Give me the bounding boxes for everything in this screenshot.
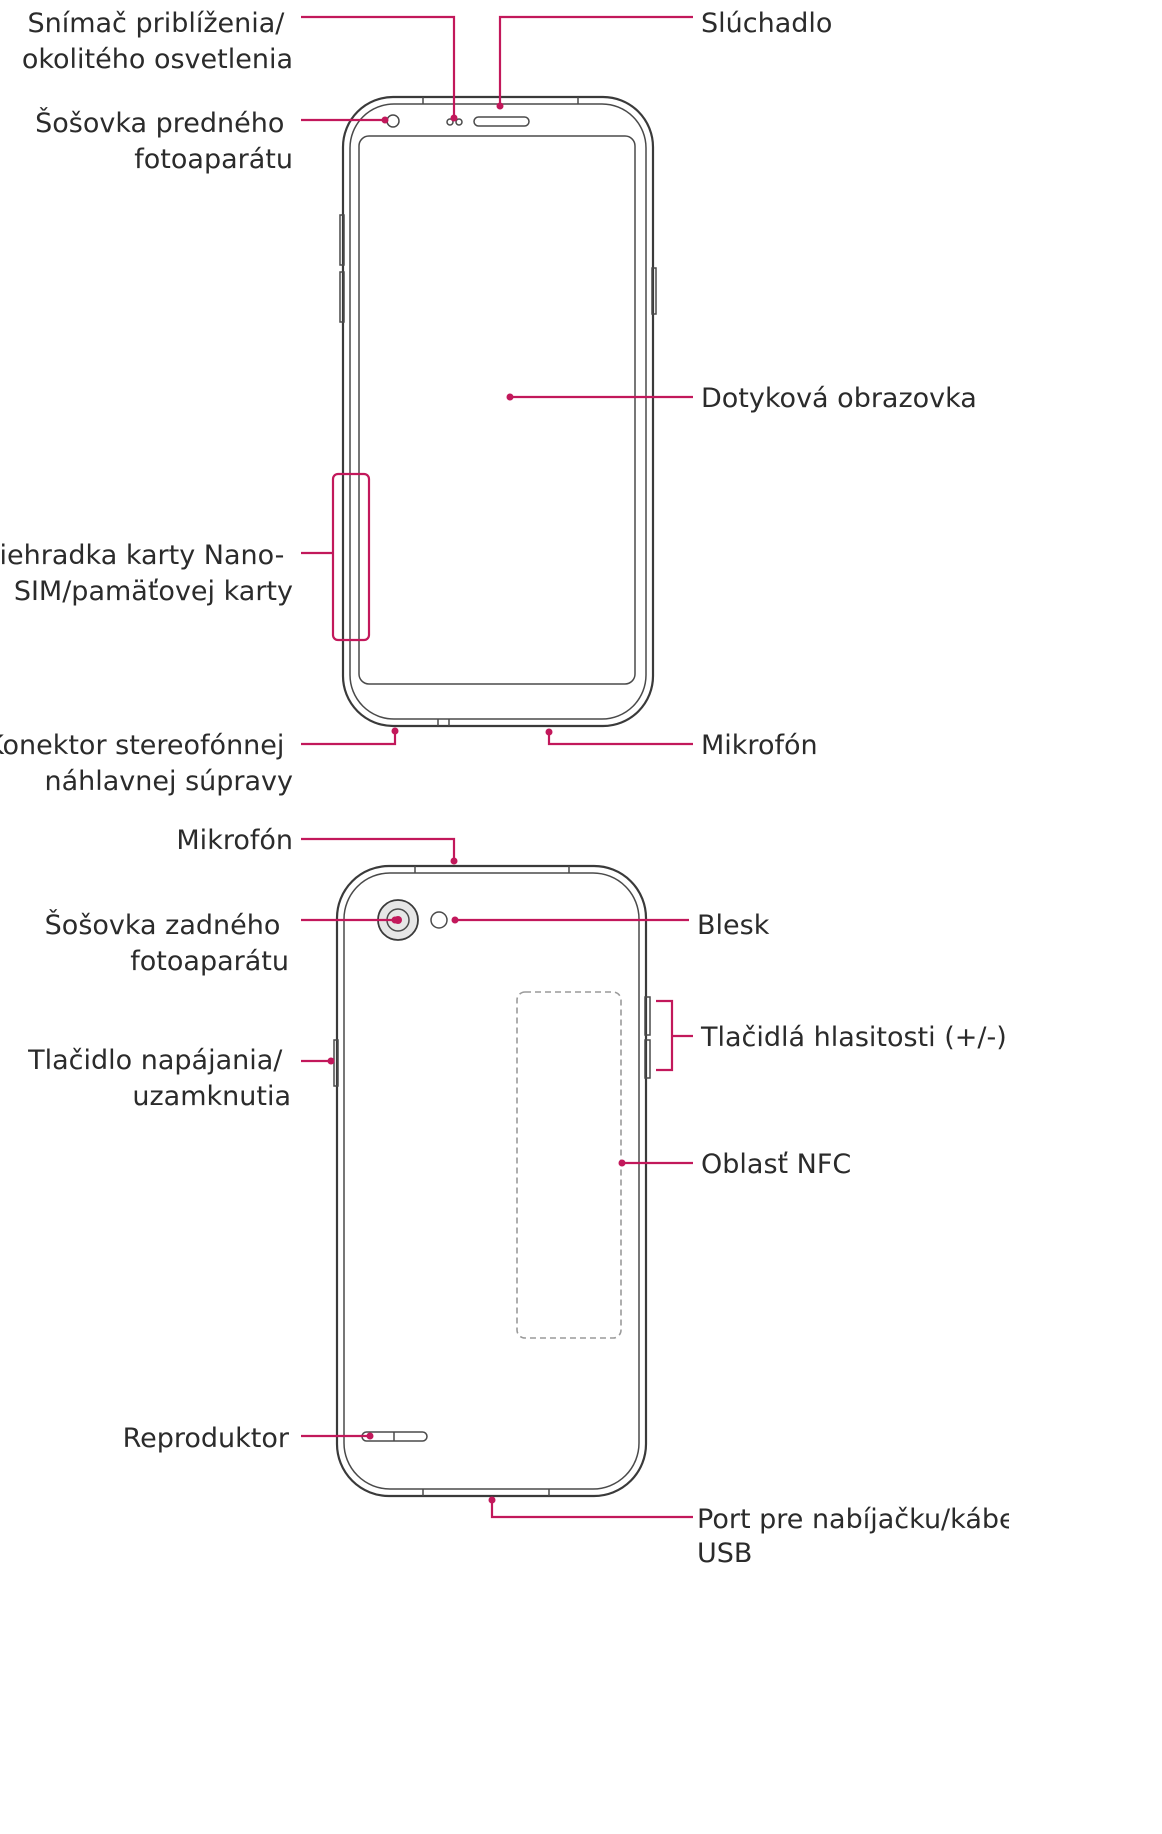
flash-icon xyxy=(430,911,448,929)
front-camera-icon xyxy=(386,114,400,128)
rear-camera-label: Šošovka zadného fotoaparátu xyxy=(45,909,289,977)
flash-label: Blesk xyxy=(697,910,770,941)
charger-port-label: Port pre nabíjačku/kábel USB xyxy=(697,1504,1009,1568)
power-key-label: Tlačidlo napájania/ uzamknutia xyxy=(27,1045,291,1112)
volume-keys-label: Tlačidlá hlasitosti (+/-) xyxy=(700,1022,1007,1053)
earpiece-label: Slúchadlo xyxy=(701,8,832,39)
phone-parts-diagram: Snímač priblíženia/ okolitého osvetlenia… xyxy=(0,8,1009,1568)
nfc-area-label: Oblasť NFC xyxy=(701,1149,851,1180)
nfc-area-outline xyxy=(516,991,622,1339)
proximity-sensor-label: Snímač priblíženia/ okolitého osvetlenia xyxy=(22,8,293,75)
touchscreen-label: Dotyková obrazovka xyxy=(701,383,977,414)
speaker-label: Reproduktor xyxy=(123,1423,290,1454)
sim-tray-highlight xyxy=(331,472,371,642)
front-microphone-label: Mikrofón xyxy=(701,730,818,761)
headset-jack-label: Konektor stereofónnej náhlavnej súpravy xyxy=(0,730,293,797)
back-leader-lines xyxy=(301,837,693,1519)
front-camera-label: Šošovka predného fotoaparátu xyxy=(35,107,293,175)
sim-tray-label: Priehradka karty Nano- SIM/pamäťovej kar… xyxy=(0,540,293,607)
front-phone-body xyxy=(339,95,657,728)
front-leader-lines xyxy=(301,15,693,746)
proximity-sensor-icon xyxy=(446,118,454,126)
back-phone-body xyxy=(333,864,651,1498)
back-microphone-label: Mikrofón xyxy=(176,825,293,856)
earpiece-icon xyxy=(473,116,530,127)
